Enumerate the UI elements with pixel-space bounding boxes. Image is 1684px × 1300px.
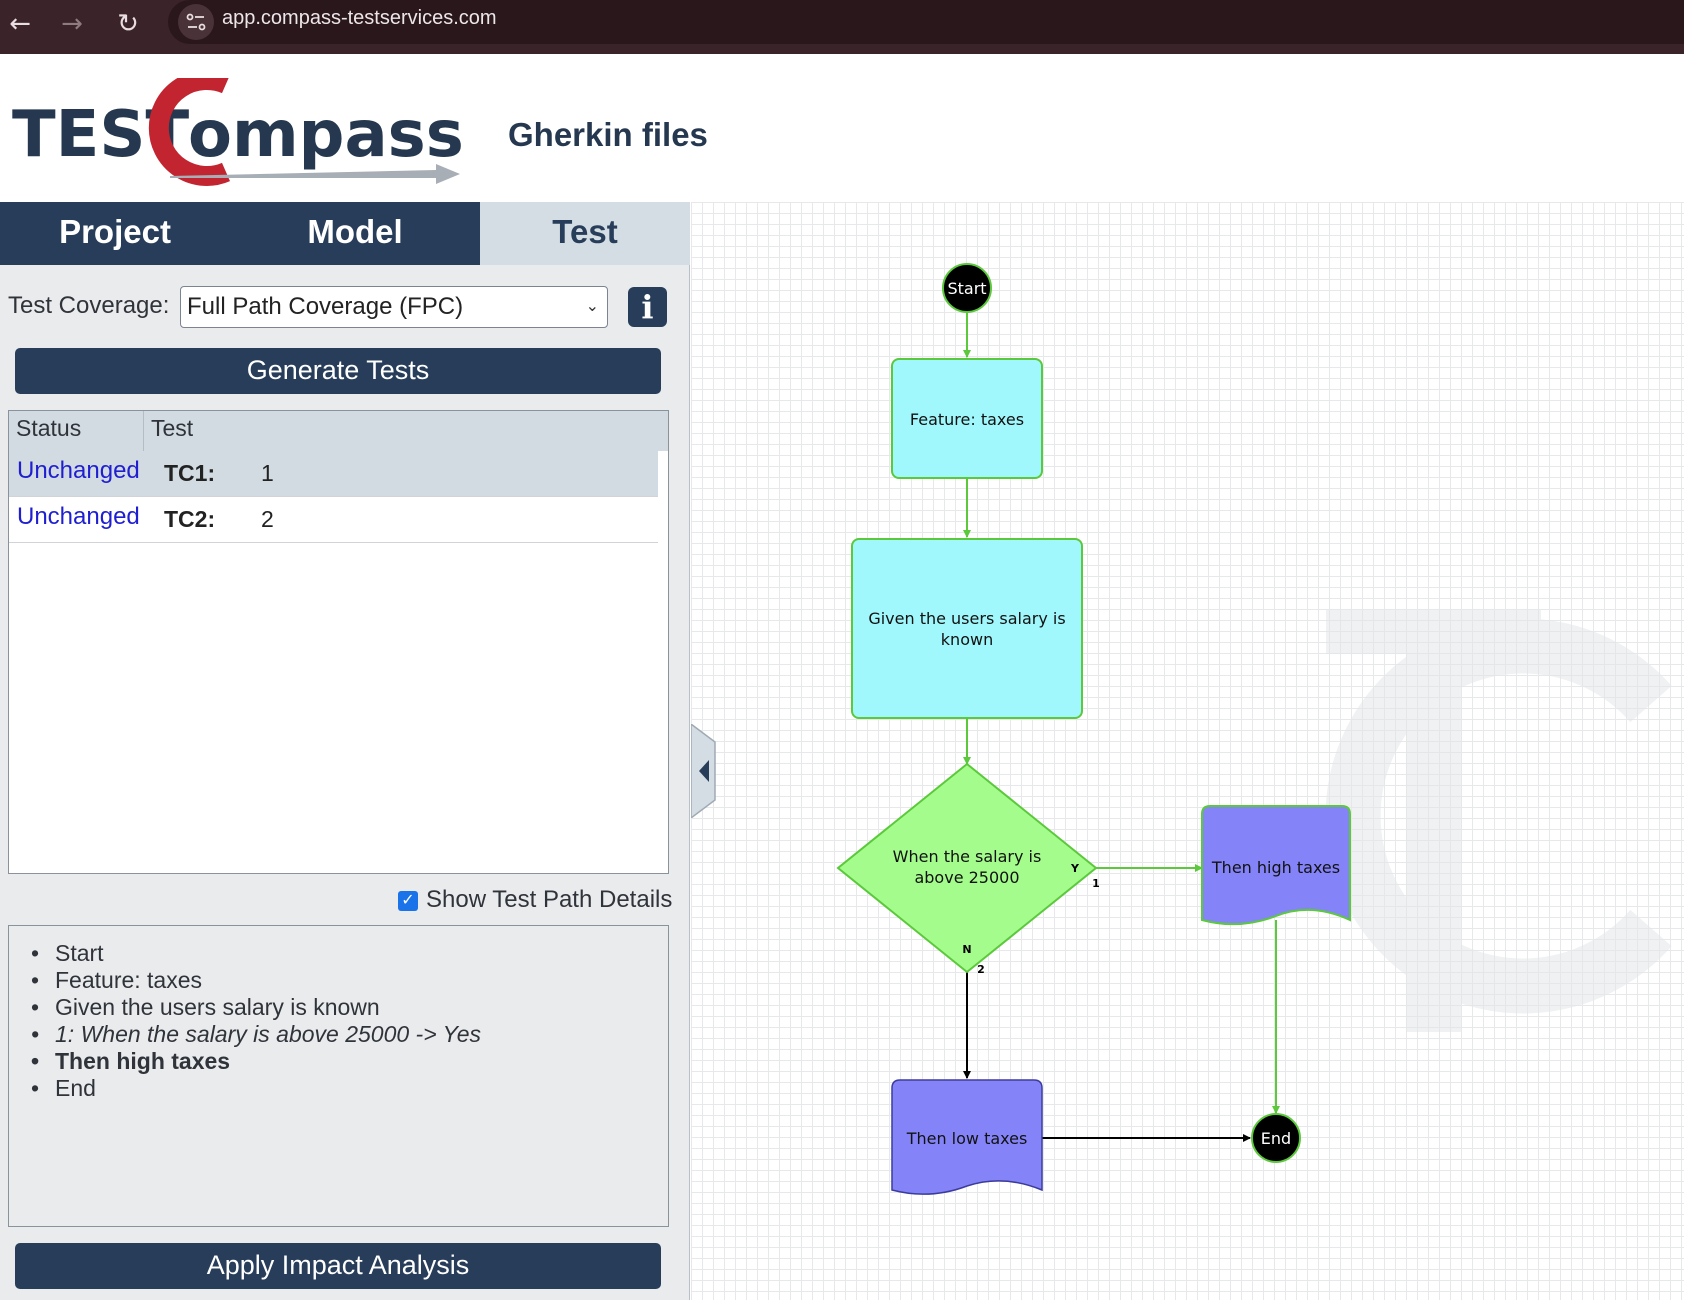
path-step: Feature: taxes: [31, 967, 481, 994]
tc-watermark: [1325, 610, 1672, 1032]
yes-branch-number: 1: [1092, 877, 1100, 890]
test-coverage-value: Full Path Coverage (FPC): [187, 293, 464, 320]
tab-test[interactable]: Test: [480, 202, 690, 265]
reload-icon[interactable]: ↻: [117, 9, 139, 39]
test-coverage-select[interactable]: Full Path Coverage (FPC) ⌄: [180, 286, 608, 328]
row-test-id: TC1:: [164, 460, 216, 486]
path-step: 1: When the salary is above 25000 -> Yes: [31, 1021, 481, 1048]
logo-c-arc: [148, 70, 230, 186]
model-canvas[interactable]: Start Feature: taxes Given the users sal…: [691, 202, 1684, 1300]
decision-node-label-line2: above 25000: [914, 868, 1019, 887]
tab-model[interactable]: Model: [230, 202, 480, 265]
start-node-label: Start: [947, 279, 986, 298]
test-table: Status Test Unchanged TC1: 1 Unchanged T…: [8, 410, 669, 874]
main-tabs: Project Model Test: [0, 202, 690, 265]
path-step: End: [31, 1075, 481, 1102]
yes-branch-label: Y: [1070, 862, 1080, 875]
then-high-taxes-node[interactable]: Then high taxes: [1201, 805, 1351, 926]
feature-node[interactable]: Feature: taxes: [891, 358, 1043, 479]
given-node[interactable]: Given the users salary is known: [851, 538, 1083, 719]
checkbox-checked-icon[interactable]: ✓: [398, 891, 418, 911]
feature-node-label: Feature: taxes: [910, 410, 1024, 429]
row-status: Unchanged: [17, 457, 140, 484]
start-node[interactable]: Start: [942, 263, 992, 313]
then-high-taxes-label: Then high taxes: [1211, 858, 1340, 877]
app-header: TEST ompass Gherkin files: [0, 54, 1684, 202]
path-step: Given the users salary is known: [31, 994, 481, 1021]
testcompass-logo: TEST ompass: [12, 70, 464, 188]
url-text[interactable]: app.compass-testservices.com: [222, 7, 497, 29]
show-details-label: Show Test Path Details: [426, 886, 673, 913]
given-node-label-line2: known: [941, 630, 993, 649]
tune-icon[interactable]: [178, 4, 214, 40]
column-header-status[interactable]: Status: [16, 415, 82, 441]
back-arrow-icon[interactable]: ←: [9, 9, 31, 39]
path-list: Start Feature: taxes Given the users sal…: [31, 940, 481, 1102]
tab-project[interactable]: Project: [0, 202, 230, 265]
apply-impact-analysis-button[interactable]: Apply Impact Analysis: [15, 1243, 661, 1289]
row-status: Unchanged: [17, 503, 140, 530]
show-test-path-details[interactable]: ✓ Show Test Path Details: [398, 886, 672, 914]
browser-toolbar: ← → ↻ app.compass-testservices.com: [0, 0, 1684, 54]
path-step: Start: [31, 940, 481, 967]
then-low-taxes-node[interactable]: Then low taxes: [891, 1079, 1043, 1195]
end-node-label: End: [1261, 1129, 1291, 1148]
decision-node-label-line1: When the salary is: [893, 847, 1042, 866]
chevron-left-icon: [699, 760, 709, 782]
page-title: Gherkin files: [508, 116, 708, 153]
row-test-number: 1: [261, 460, 274, 486]
table-row[interactable]: Unchanged TC1: 1: [9, 451, 658, 497]
test-coverage-label: Test Coverage:: [8, 292, 170, 319]
collapse-panel-handle[interactable]: [690, 722, 717, 820]
address-bar[interactable]: app.compass-testservices.com: [168, 0, 1684, 44]
logo-arrow-icon: [170, 164, 460, 184]
no-branch-number: 2: [977, 963, 985, 976]
logo-compass-text: ompass: [188, 98, 464, 172]
given-node-label-line1: Given the users salary is: [868, 609, 1065, 628]
chevron-down-icon: ⌄: [585, 298, 599, 315]
forward-arrow-icon[interactable]: →: [61, 9, 83, 39]
test-path-details: Start Feature: taxes Given the users sal…: [8, 925, 669, 1227]
row-test-number: 2: [261, 506, 274, 532]
row-test-id: TC2:: [164, 506, 216, 532]
generate-tests-button[interactable]: Generate Tests: [15, 348, 661, 394]
decision-node[interactable]: When the salary is above 25000 Y 1 N 2: [836, 762, 1100, 976]
table-row[interactable]: Unchanged TC2: 2: [9, 497, 658, 543]
test-panel: Project Model Test Test Coverage: Full P…: [0, 202, 690, 1300]
column-header-test[interactable]: Test: [151, 415, 194, 441]
info-icon[interactable]: i: [628, 287, 667, 327]
table-header: Status Test: [9, 411, 668, 451]
column-divider: [143, 411, 144, 451]
end-node[interactable]: End: [1251, 1113, 1301, 1163]
no-branch-label: N: [962, 943, 971, 956]
then-low-taxes-label: Then low taxes: [906, 1129, 1028, 1148]
path-step: Then high taxes: [31, 1048, 481, 1075]
